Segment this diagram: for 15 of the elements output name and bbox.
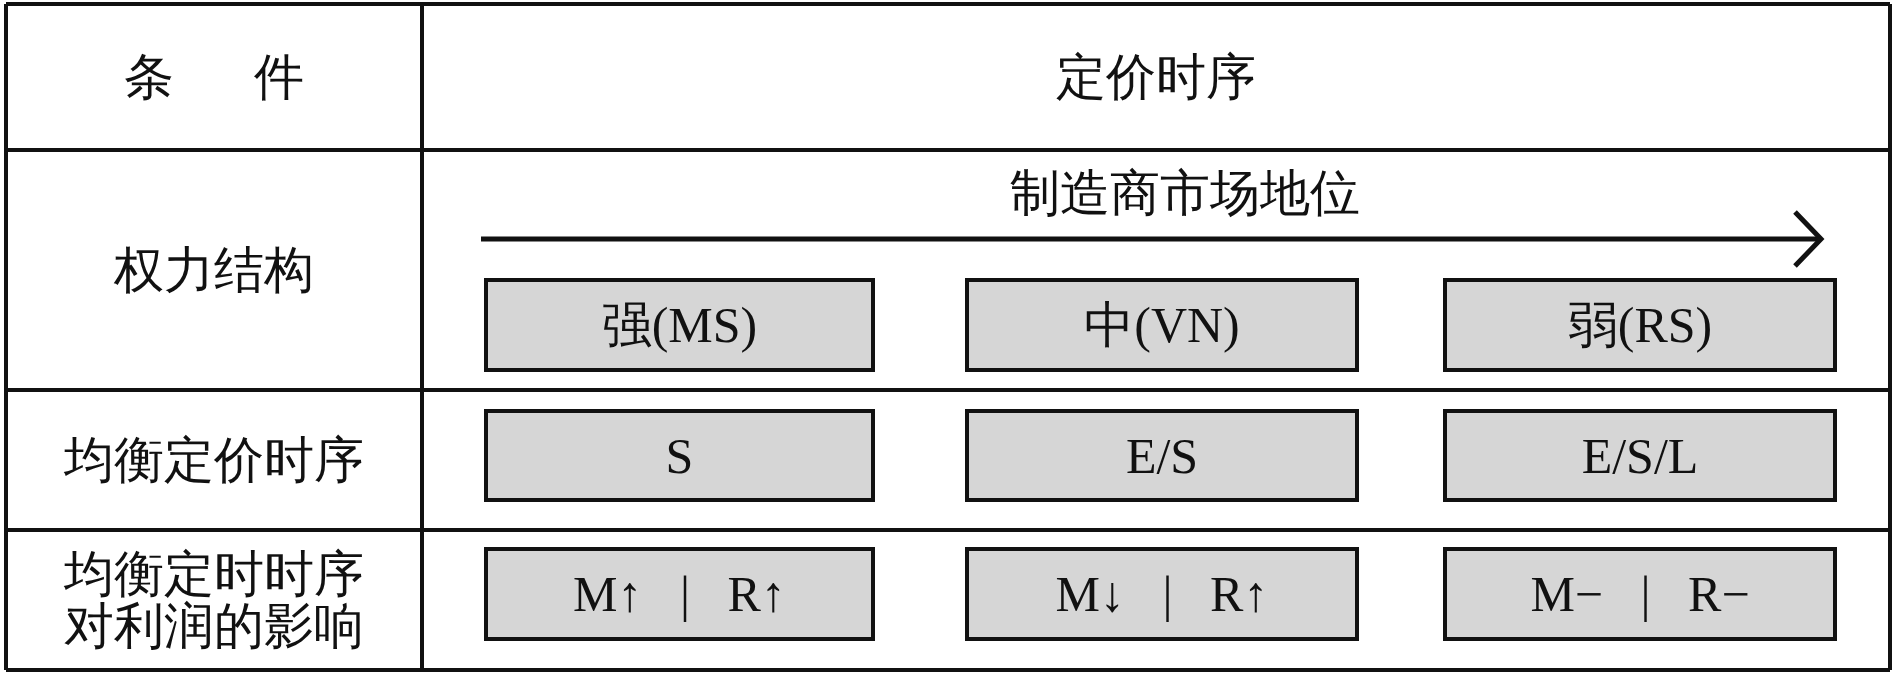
value-box: 中(VN) <box>965 278 1359 372</box>
column-header: 条件 <box>124 50 384 104</box>
axis-label: 制造商市场地位 <box>1010 166 1360 220</box>
row-header: 权力结构 <box>114 243 314 297</box>
column-header: 定价时序 <box>1056 50 1256 104</box>
value-box: E/S <box>965 409 1359 502</box>
row-header: 均衡定时时序对利润的影响 <box>63 547 365 653</box>
value-box: M↓ | R↑ <box>965 547 1359 641</box>
value-box: 强(MS) <box>484 278 875 372</box>
value-box: M− | R− <box>1443 547 1837 641</box>
value-box: S <box>484 409 875 502</box>
value-box: M↑ | R↑ <box>484 547 875 641</box>
row-header: 均衡定价时序 <box>64 433 364 487</box>
value-box: E/S/L <box>1443 409 1837 502</box>
value-box: 弱(RS) <box>1443 278 1837 372</box>
